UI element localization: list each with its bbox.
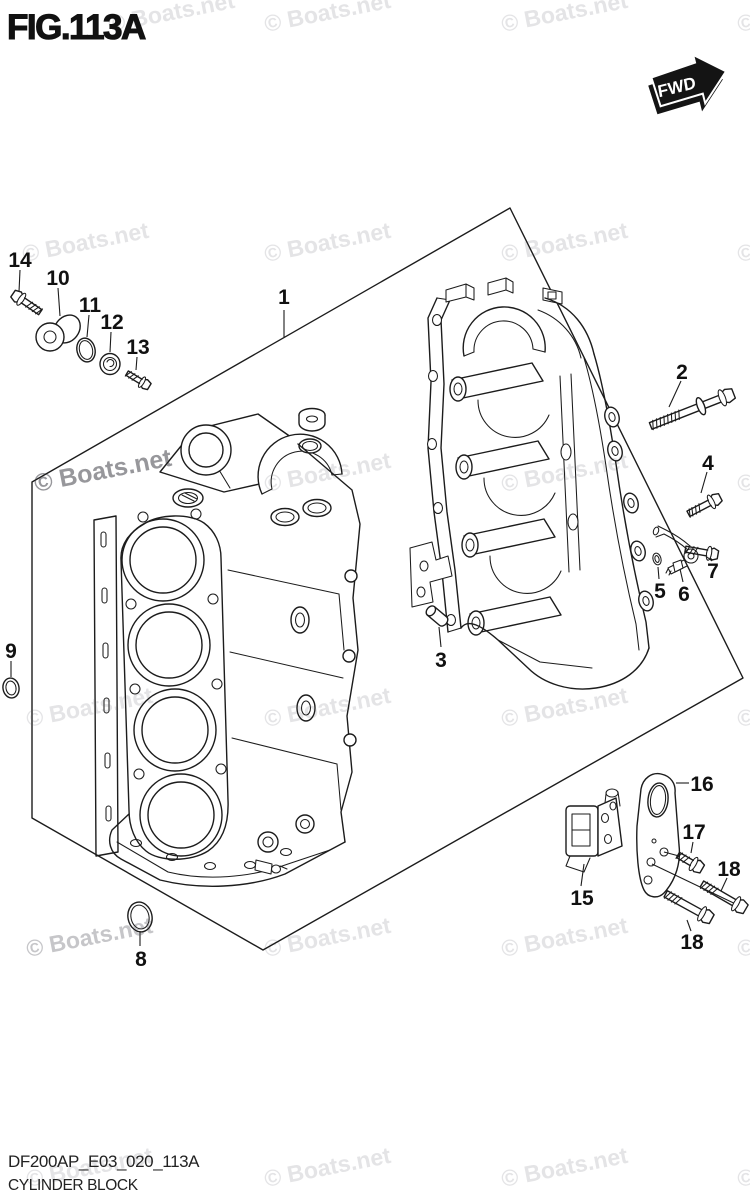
bolt-17-drawing bbox=[675, 851, 706, 874]
callout-5-label: 5 bbox=[654, 580, 666, 603]
oring-8-drawing bbox=[127, 901, 153, 933]
bolt-2-drawing bbox=[648, 388, 737, 431]
drawing-code: DF200AP_E03_020_113A bbox=[8, 1152, 200, 1171]
flange-holes bbox=[426, 313, 457, 627]
block-skirt bbox=[109, 813, 346, 887]
callout-18b-label: 18 bbox=[680, 931, 704, 954]
callout-13-label: 13 bbox=[126, 336, 149, 359]
assembly-axis-line bbox=[663, 851, 680, 857]
plate-16-drawing bbox=[636, 772, 681, 898]
fwd-arrow-icon bbox=[650, 52, 728, 108]
callout-17-label: 17 bbox=[682, 821, 705, 844]
crankcase-side-view bbox=[409, 277, 654, 690]
bolt-7-drawing bbox=[684, 545, 720, 561]
callout-2-label: 2 bbox=[676, 361, 688, 384]
callout-9-label: 9 bbox=[5, 640, 17, 663]
figure-title: FIG.113A bbox=[6, 7, 146, 47]
callout-12-label: 12 bbox=[100, 311, 123, 334]
bolt-13-drawing bbox=[124, 370, 152, 391]
callout-1-label: 1 bbox=[278, 286, 290, 309]
assembly-boundary-outline bbox=[31, 207, 744, 951]
callout-6-label: 6 bbox=[678, 583, 690, 606]
bolt-4-drawing bbox=[686, 492, 723, 518]
water-jacket-strip bbox=[93, 515, 119, 857]
callout-8-label: 8 bbox=[135, 948, 147, 971]
bracket-15-drawing bbox=[565, 788, 623, 873]
dowel-pin-3-drawing bbox=[425, 605, 449, 627]
callout-4-label: 4 bbox=[702, 452, 714, 475]
bolt-18b-drawing bbox=[663, 890, 715, 925]
cylinder-block-front-view bbox=[93, 407, 361, 887]
callout-10-label: 10 bbox=[46, 267, 69, 290]
callout-15-label: 15 bbox=[570, 887, 594, 910]
callout-18a-label: 18 bbox=[717, 858, 741, 881]
cap-10-drawing bbox=[35, 314, 81, 352]
oring-9-drawing bbox=[2, 677, 20, 699]
fwd-arrow-badge: FWD bbox=[648, 52, 728, 115]
seal-12-drawing bbox=[99, 352, 121, 376]
oring-11-drawing bbox=[76, 337, 96, 363]
oring-5-drawing bbox=[652, 552, 662, 566]
callout-7-label: 7 bbox=[707, 560, 719, 583]
callout-14-label: 14 bbox=[8, 249, 32, 272]
callout-3-label: 3 bbox=[435, 649, 447, 672]
drawing-title: CYLINDER BLOCK bbox=[8, 1177, 138, 1194]
threaded-boss bbox=[172, 488, 332, 527]
callout-leader-lines bbox=[10, 269, 728, 946]
callout-16-label: 16 bbox=[690, 773, 713, 796]
head-bolt-holes bbox=[125, 508, 227, 780]
callout-numbers: 1 2 3 4 5 6 7 8 9 10 11 12 13 14 15 16 1… bbox=[5, 249, 741, 971]
bolt-18a-drawing bbox=[699, 880, 749, 915]
assembly-axis-line bbox=[651, 863, 745, 909]
cylinder-bores bbox=[121, 518, 223, 857]
callout-11-label: 11 bbox=[79, 294, 102, 317]
bolt-14-drawing bbox=[10, 289, 44, 316]
bearing-webs bbox=[449, 362, 562, 636]
rail-bosses bbox=[604, 406, 654, 612]
